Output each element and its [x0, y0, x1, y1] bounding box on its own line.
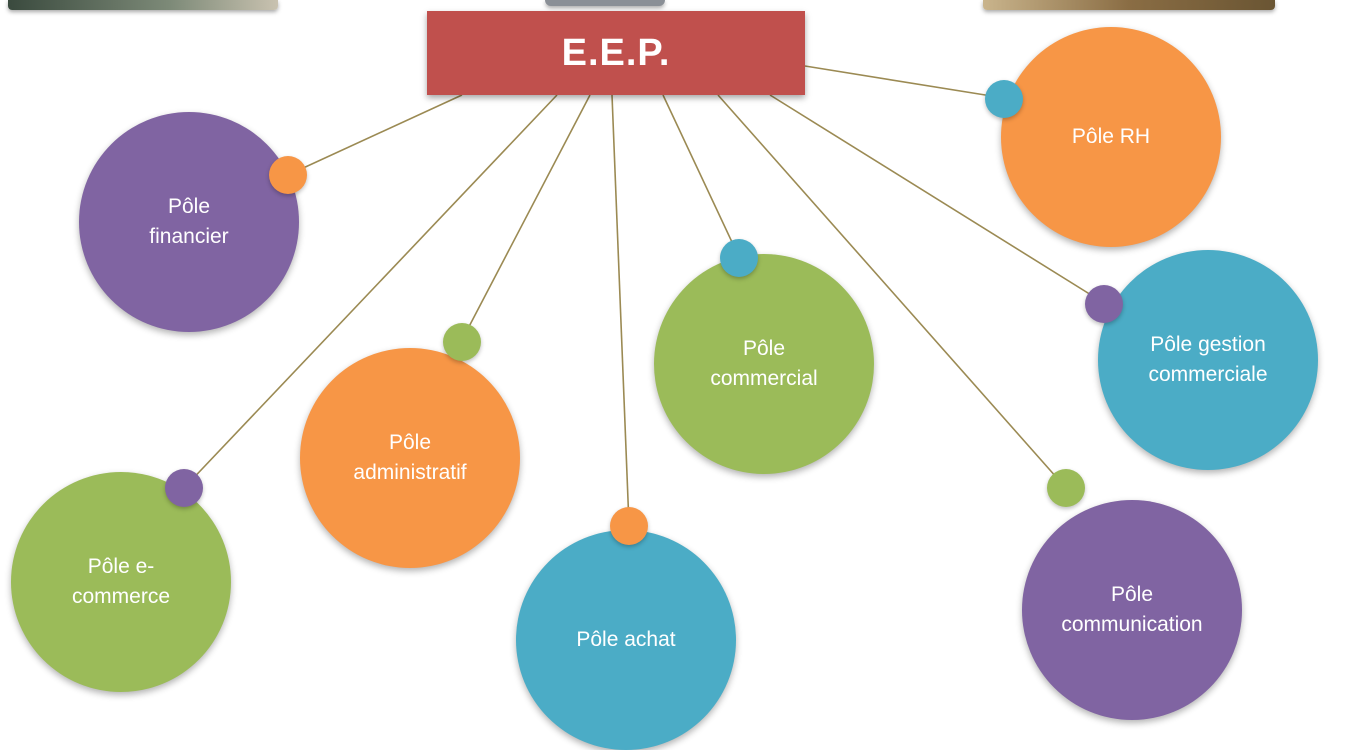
node-label: Pôle commercial [710, 336, 818, 390]
connector-dot [720, 239, 758, 277]
connector-dot [443, 323, 481, 361]
connector-administratif [461, 94, 591, 341]
connector-dot [165, 469, 203, 507]
connector-dot [269, 156, 307, 194]
connector-rh [804, 65, 1005, 99]
root-label: E.E.P. [561, 31, 671, 74]
connector-dot [610, 507, 648, 545]
connector-communication [717, 94, 1066, 488]
node-label: Pôle administratif [353, 430, 467, 484]
node-communication: Pôle communication [1022, 500, 1242, 720]
node-label: Pôle communication [1061, 582, 1203, 636]
node-administratif: Pôle administratif [300, 348, 520, 568]
node-gestion-commerciale: Pôle gestion commerciale [1098, 250, 1318, 470]
photo-center [545, 0, 665, 6]
connector-e-commerce [183, 94, 558, 489]
connector-dot [985, 80, 1023, 118]
node-e-commerce: Pôle e- commerce [11, 472, 231, 692]
node-commercial: Pôle commercial [654, 254, 874, 474]
node-label: Pôle gestion commerciale [1148, 332, 1268, 386]
connector-gestion-commerciale [769, 94, 1105, 304]
photo-right [983, 0, 1275, 10]
node-label: Pôle e- commerce [71, 554, 171, 608]
node-label: Pôle achat [576, 627, 676, 651]
connector-achat [611, 94, 630, 526]
node-label: Pôle financier [149, 194, 229, 248]
connector-dot [1085, 285, 1123, 323]
photo-left [8, 0, 278, 10]
connector-dot [1047, 469, 1085, 507]
node-achat: Pôle achat [516, 530, 736, 750]
node-financier: Pôle financier [79, 112, 299, 332]
connector-commercial [662, 94, 740, 258]
node-label: Pôle RH [1071, 124, 1151, 148]
root-box: E.E.P. [427, 11, 805, 95]
node-rh: Pôle RH [1001, 27, 1221, 247]
connector-financier [287, 94, 463, 176]
